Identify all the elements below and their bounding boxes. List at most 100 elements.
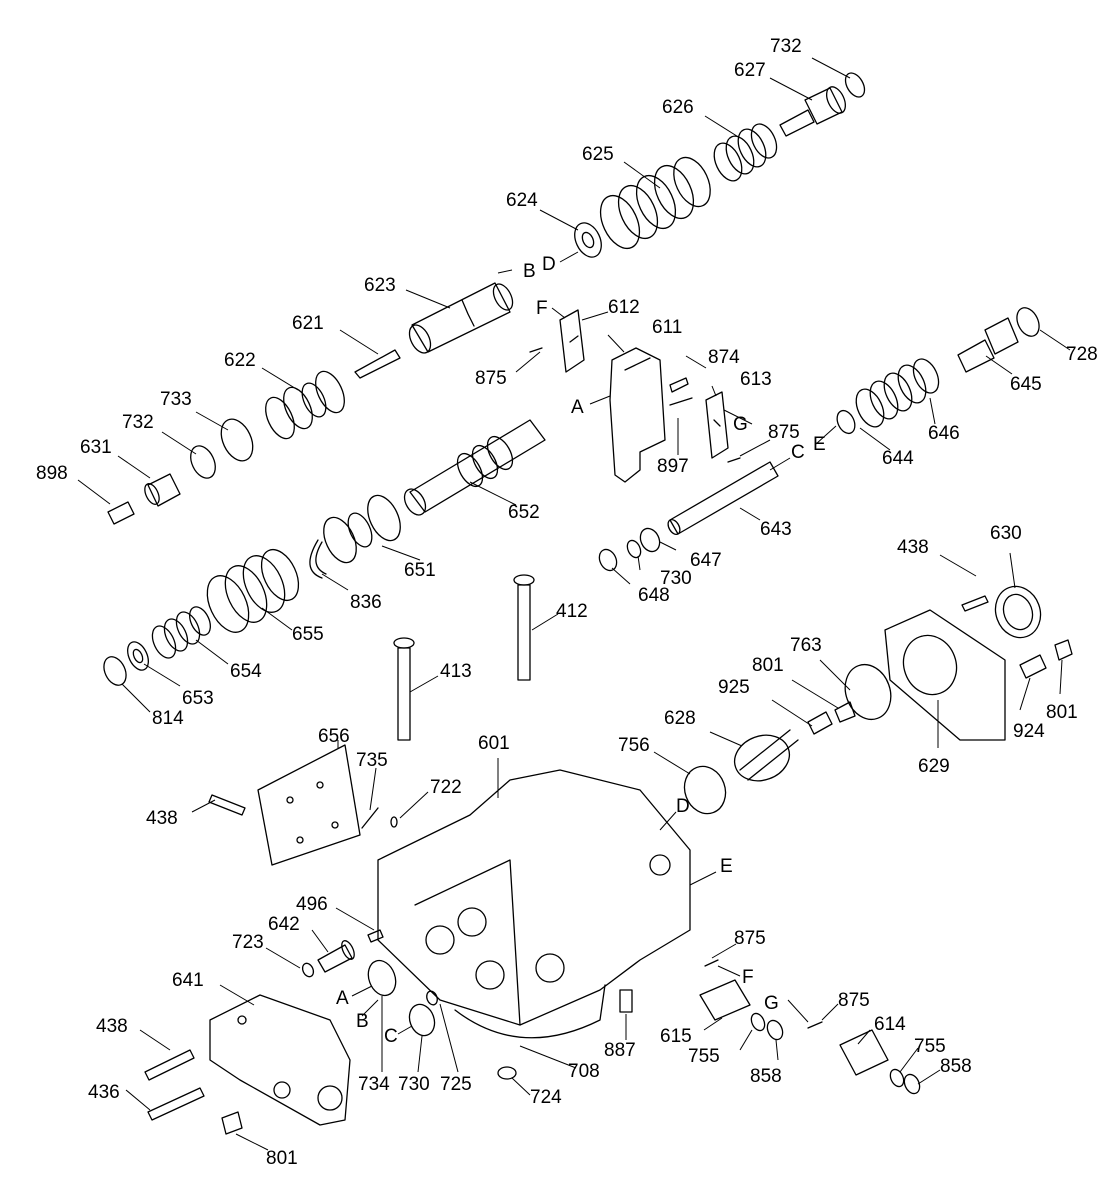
label-874: 874	[708, 347, 740, 368]
part-733-oring	[220, 418, 254, 462]
part-629-plate	[884, 609, 1006, 741]
label-708: 708	[568, 1061, 600, 1082]
part-708-mount	[454, 984, 606, 1039]
label-755-a: 755	[688, 1046, 720, 1067]
label-875-a: 875	[475, 368, 507, 389]
part-612-plate	[559, 309, 585, 373]
part-801-nut-a	[834, 701, 856, 723]
part-732-oring	[190, 445, 216, 479]
label-622: 622	[224, 350, 256, 371]
label-613: 613	[740, 369, 772, 390]
part-763-seal	[844, 663, 892, 721]
label-755-b: 755	[914, 1036, 946, 1057]
part-755-oring-b	[889, 1068, 905, 1088]
label-b-1: B	[523, 261, 536, 282]
part-654-spring	[151, 606, 211, 659]
label-724: 724	[530, 1087, 562, 1108]
label-723: 723	[232, 932, 264, 953]
label-629: 629	[918, 756, 950, 777]
part-858-ring-b	[903, 1073, 921, 1095]
part-655-spring	[206, 548, 300, 633]
part-630-nut	[994, 585, 1042, 639]
label-601: 601	[478, 733, 510, 754]
label-b-2: B	[356, 1011, 369, 1032]
label-836: 836	[350, 592, 382, 613]
label-438-c: 438	[96, 1016, 128, 1037]
label-898: 898	[36, 463, 68, 484]
label-d-2: D	[676, 796, 690, 817]
part-652-shaft	[403, 419, 546, 516]
label-875-b: 875	[768, 422, 800, 443]
label-925: 925	[718, 677, 750, 698]
label-626: 626	[662, 97, 694, 118]
label-621: 621	[292, 313, 324, 334]
label-725: 725	[440, 1074, 472, 1095]
label-624: 624	[506, 190, 538, 211]
part-626-spring	[713, 123, 778, 182]
part-438-bolt-a	[961, 595, 989, 612]
part-858-ring-a	[766, 1019, 784, 1041]
label-801-b: 801	[1046, 702, 1078, 723]
label-763: 763	[790, 635, 822, 656]
label-801-a: 801	[752, 655, 784, 676]
label-g-2: G	[764, 993, 779, 1014]
part-613-plate	[705, 391, 729, 459]
label-496: 496	[296, 894, 328, 915]
label-615: 615	[660, 1026, 692, 1047]
part-412-bolt	[513, 574, 535, 681]
label-924: 924	[1013, 721, 1045, 742]
part-728-seal	[1016, 307, 1040, 337]
part-622-spool	[265, 370, 345, 440]
label-f-1: F	[536, 298, 548, 319]
label-728: 728	[1066, 344, 1098, 365]
part-801-nut-b	[1054, 639, 1073, 661]
label-655: 655	[292, 624, 324, 645]
label-a-1: A	[571, 397, 584, 418]
label-630: 630	[990, 523, 1022, 544]
label-875-d: 875	[838, 990, 870, 1011]
label-858-a: 858	[750, 1066, 782, 1087]
part-614-sleeve	[839, 1029, 889, 1076]
part-625-spring	[599, 156, 711, 250]
label-732-b: 732	[122, 412, 154, 433]
label-623: 623	[364, 275, 396, 296]
label-656: 656	[318, 726, 350, 747]
part-875-pin-c	[704, 959, 719, 967]
part-624-washer	[574, 222, 602, 258]
part-924-plug	[1019, 654, 1047, 679]
label-641: 641	[172, 970, 204, 991]
part-601-valve-body	[377, 769, 691, 1026]
part-621-pin	[354, 349, 401, 379]
label-814: 814	[152, 708, 184, 729]
label-730-a: 730	[660, 568, 692, 589]
part-725-oring	[426, 990, 438, 1006]
label-g-1: G	[733, 414, 748, 435]
part-496-plug	[367, 929, 384, 943]
label-647: 647	[690, 550, 722, 571]
label-412: 412	[556, 601, 588, 622]
label-735: 735	[356, 750, 388, 771]
part-645-plug	[957, 317, 1019, 373]
part-875-pin-b	[727, 457, 741, 463]
label-627: 627	[734, 60, 766, 81]
part-651-spool	[323, 494, 401, 564]
part-732-top-seal	[844, 72, 866, 98]
part-438-bolt-b	[208, 794, 246, 816]
part-labels: 732 627 626 625 624 D B 623 F 612 621 61…	[36, 36, 1098, 1169]
label-732: 732	[770, 36, 802, 57]
label-642: 642	[268, 914, 300, 935]
part-641-cover	[209, 994, 351, 1126]
part-875-pin-a	[529, 347, 543, 353]
part-814-seal	[103, 656, 127, 686]
part-413-bolt	[393, 637, 415, 741]
label-438-b: 438	[146, 808, 178, 829]
label-438-a: 438	[897, 537, 929, 558]
label-648: 648	[638, 585, 670, 606]
label-612: 612	[608, 297, 640, 318]
label-734: 734	[358, 1074, 390, 1095]
label-644: 644	[882, 448, 914, 469]
label-c-2: C	[384, 1026, 398, 1047]
label-654: 654	[230, 661, 262, 682]
